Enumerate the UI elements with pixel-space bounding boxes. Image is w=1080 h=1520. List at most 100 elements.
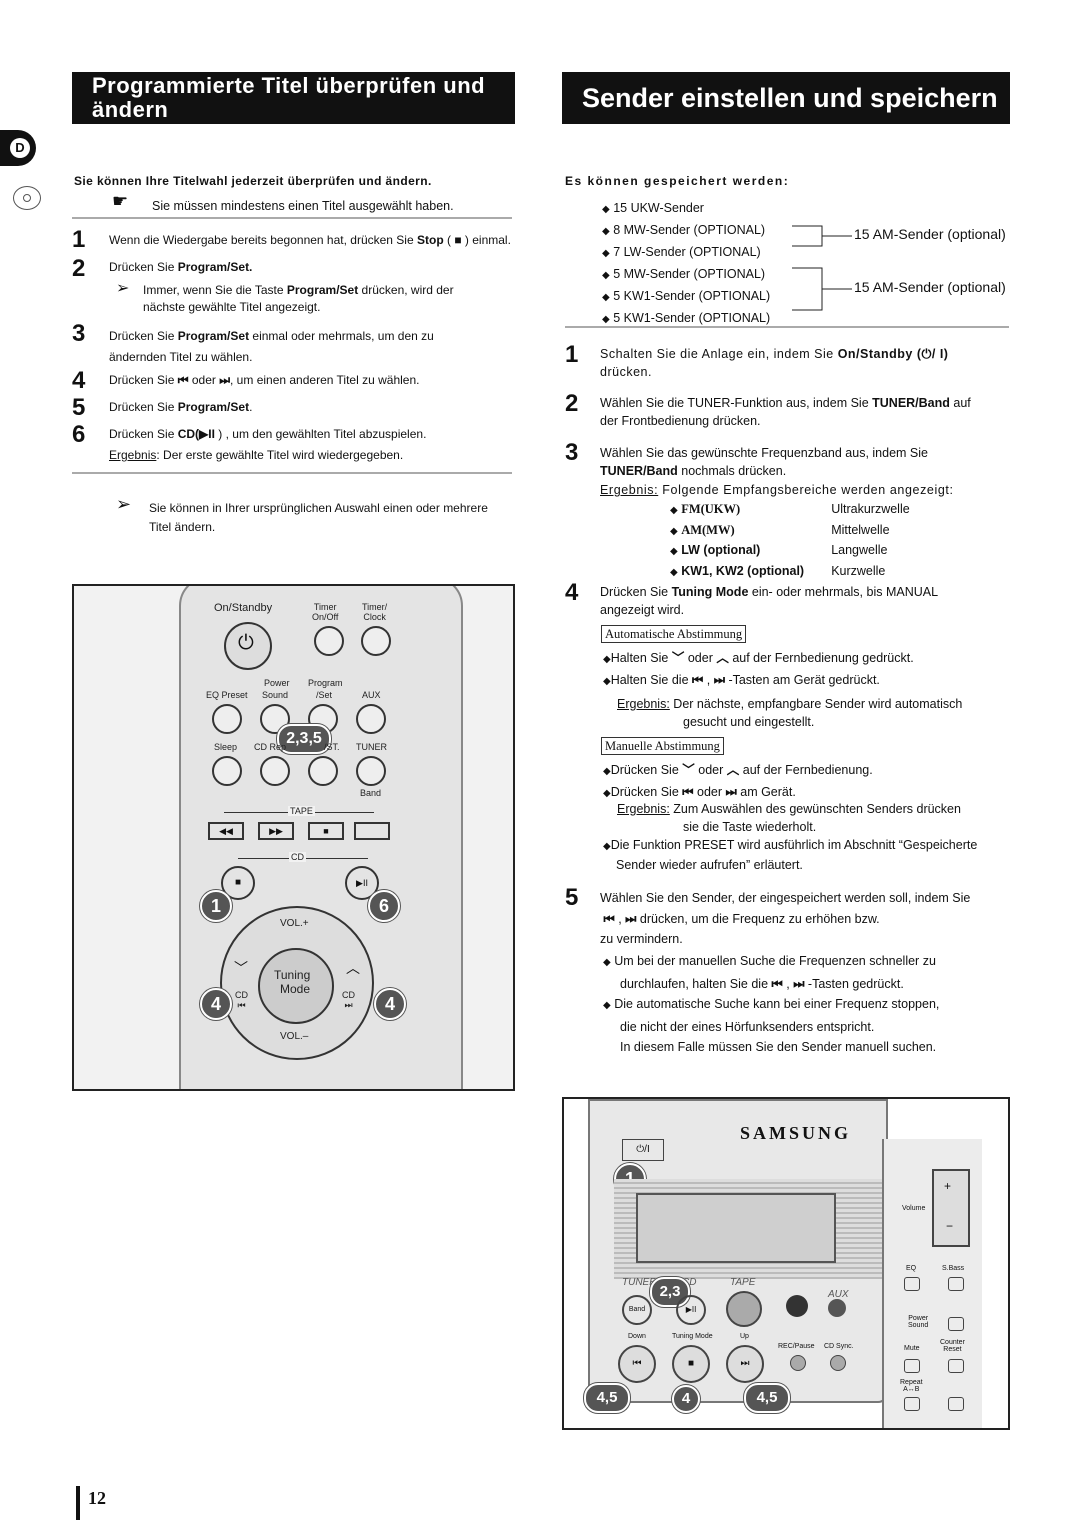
power-icon: (⏻/ I): [912, 347, 949, 361]
device-power-button[interactable]: ⏻/I: [622, 1139, 664, 1161]
tape-stop-button[interactable]: ■: [308, 822, 344, 840]
list-item: ◆ 8 MW-Sender (OPTIONAL): [602, 223, 766, 237]
language-letter: D: [10, 138, 30, 158]
sleep-label: Sleep: [214, 742, 238, 752]
left-title-line2: ändern: [92, 97, 169, 122]
tuning-mode-button[interactable]: Tuning Mode: [258, 948, 334, 1024]
step-text: Drücken Sie Program/Set einmal oder mehr…: [109, 329, 434, 364]
sleep-button[interactable]: [212, 756, 242, 786]
aux-button[interactable]: [828, 1299, 846, 1317]
store-list: ◆ 15 UKW-Sender ◆ 8 MW-Sender (OPTIONAL)…: [602, 198, 770, 330]
divider: [72, 472, 512, 474]
tape-label: TAPE: [288, 806, 315, 816]
sbass-button[interactable]: [948, 1277, 964, 1291]
eq-preset-button[interactable]: [212, 704, 242, 734]
rec-pause-button[interactable]: [790, 1355, 806, 1371]
hand-pointer-icon: ☛: [112, 191, 129, 211]
cd-play-button[interactable]: ▶II: [676, 1295, 706, 1325]
manual-line: ◆Drücken Sie ⏮ oder ⏭ am Gerät.: [603, 785, 796, 799]
next-track-icon: ⏭: [713, 673, 725, 687]
step-number: 1: [565, 341, 579, 368]
mute-button[interactable]: [904, 1359, 920, 1373]
step-number: 1: [72, 226, 86, 253]
cd-next-label[interactable]: CD⏭: [342, 990, 355, 1010]
auto-tuning-label: Automatische Abstimmung: [601, 625, 747, 643]
tuner-label: TUNER: [356, 742, 387, 752]
vol-minus-label[interactable]: VOL.–: [280, 1031, 309, 1042]
timer-clock-button[interactable]: [361, 626, 391, 656]
step-number: 6: [72, 421, 86, 448]
cd-repeat-button[interactable]: [260, 756, 290, 786]
tip-list: ◆ Um bei der manuellen Suche die Frequen…: [603, 951, 939, 1058]
tuner-band-button[interactable]: [356, 756, 386, 786]
record-button[interactable]: [786, 1295, 808, 1317]
eq-label: EQ: [906, 1265, 917, 1272]
cd-play-pause-button[interactable]: ▶II: [345, 866, 379, 900]
minus-icon: −: [946, 1219, 954, 1233]
list-item: ◆ 15 UKW-Sender: [602, 201, 704, 215]
tape-label: TAPE: [730, 1277, 756, 1288]
left-note: Sie müssen mindestens einen Titel ausgew…: [152, 199, 454, 213]
cd-label: CD: [289, 852, 306, 862]
divider: [72, 217, 512, 219]
sbass-label: S.Bass: [942, 1265, 965, 1272]
step-number: 5: [565, 884, 579, 911]
tip-text: Sie können in Ihrer ursprünglichen Auswa…: [149, 501, 488, 534]
counter-reset-label: Counter Reset: [940, 1339, 965, 1353]
list-item: ◆ AM(MW)Mittelwelle: [670, 522, 890, 537]
cd-disc-icon: [13, 186, 41, 210]
fast-forward-button[interactable]: ▶▶: [258, 822, 294, 840]
result-text: Ergebnis: Folgende Empfangsbereiche werd…: [600, 483, 954, 497]
preset-note: ◆Die Funktion PRESET wird ausführlich im…: [603, 838, 978, 872]
power-sound-button[interactable]: [948, 1317, 964, 1331]
cd-sync-button[interactable]: [830, 1355, 846, 1371]
eq-button[interactable]: [904, 1277, 920, 1291]
step-text: Drücken Sie Program/Set.: [109, 400, 253, 414]
result-text: Ergebnis: Zum Auswählen des gewünschten …: [617, 802, 961, 834]
vol-plus-label[interactable]: VOL.+: [280, 918, 309, 929]
program-label: Program: [308, 678, 343, 688]
prev-track-icon: ⏮: [177, 373, 189, 387]
down-label: Down: [628, 1333, 646, 1340]
band-button[interactable]: Band: [622, 1295, 652, 1325]
cd-stop-button[interactable]: ■: [221, 866, 255, 900]
page-number-bar: [76, 1486, 80, 1520]
volume-control[interactable]: + −: [932, 1169, 970, 1247]
tape-play-button[interactable]: [354, 822, 390, 840]
power-icon: ⏻: [238, 632, 254, 654]
cd-prev-label[interactable]: CD⏮: [235, 990, 248, 1010]
device-stop-button[interactable]: ■: [672, 1345, 710, 1383]
brand-logo: SAMSUNG: [740, 1123, 852, 1143]
list-item: ◆ 5 MW-Sender (OPTIONAL): [602, 267, 766, 281]
tape-button[interactable]: [726, 1291, 762, 1327]
rewind-button[interactable]: ◀◀: [208, 822, 244, 840]
next-track-icon: ⏭: [625, 911, 637, 926]
device-front-illustration: SAMSUNG ⏻/I 1 TUNER CD TAPE AUX 2,3 Band…: [562, 1097, 1010, 1430]
repeat-button[interactable]: [904, 1397, 920, 1411]
list-item: ◆ Die automatische Suche kann bei einer …: [603, 997, 940, 1011]
st-label: /ST.: [324, 742, 340, 752]
mono-st-button[interactable]: [308, 756, 338, 786]
next-track-icon: ⏭: [725, 785, 737, 799]
manual-line: ◆Drücken Sie ﹀ oder ︿ auf der Fernbedien…: [603, 763, 873, 777]
list-item: ◆ 5 KW1-Sender (OPTIONAL): [602, 289, 771, 303]
up-arrow-icon[interactable]: ︿: [346, 960, 360, 976]
callout-badge: 4,5: [584, 1383, 630, 1413]
standby-button[interactable]: ⏻: [224, 622, 272, 670]
set-label: /Set: [316, 690, 333, 700]
plus-icon: +: [944, 1179, 952, 1193]
down-arrow-icon[interactable]: ﹀: [234, 960, 248, 976]
list-item: durchlaufen, halten Sie die ⏮ , ⏭ -Taste…: [620, 976, 904, 991]
next-track-icon: ⏭: [793, 976, 805, 991]
counter-reset-button[interactable]: [948, 1359, 964, 1373]
aux-side-button[interactable]: [948, 1397, 964, 1411]
device-prev-button[interactable]: ⏮: [618, 1345, 656, 1383]
timer-onoff-label: Timer On/Off: [312, 602, 339, 622]
auto-line: ◆Halten Sie die ⏮ , ⏭ -Tasten am Gerät g…: [603, 673, 880, 687]
device-next-button[interactable]: ⏭: [726, 1345, 764, 1383]
left-intro: Sie können Ihre Titelwahl jederzeit über…: [74, 174, 432, 188]
aux-button[interactable]: [356, 704, 386, 734]
aux-label: AUX: [828, 1289, 849, 1300]
timer-onoff-button[interactable]: [314, 626, 344, 656]
mode-label: Mode: [280, 982, 311, 996]
